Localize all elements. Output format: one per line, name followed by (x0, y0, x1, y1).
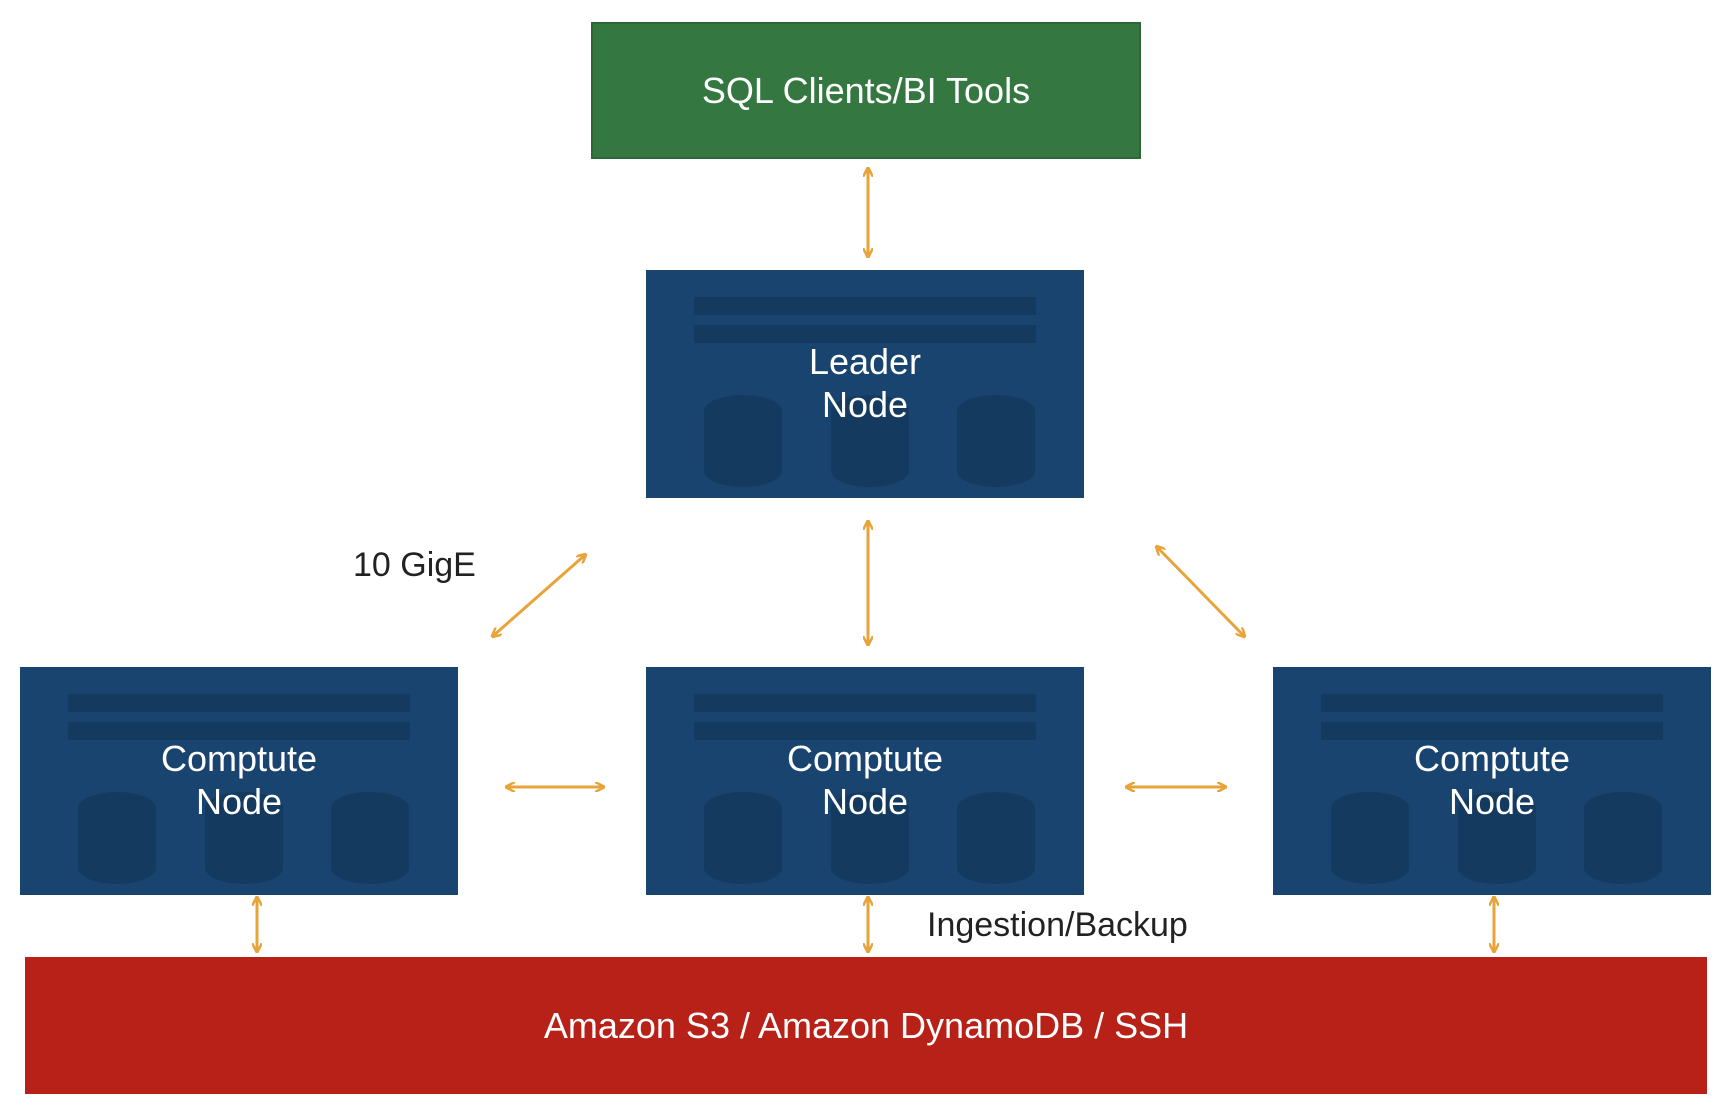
database-cylinder-icon (831, 792, 909, 884)
node-bar (694, 325, 1036, 343)
compute-node-label: Comptute Node (20, 737, 458, 823)
database-cylinder-icon (704, 792, 782, 884)
node-bar (68, 722, 410, 740)
compute-node-label-line2: Node (195, 781, 283, 822)
database-cylinder-icon (1584, 792, 1662, 884)
database-cylinder-icon (957, 395, 1035, 487)
compute-node-right: Comptute Node (1273, 667, 1711, 895)
database-cylinder-icon (957, 792, 1035, 884)
leader-node-label-line2: Node (821, 384, 909, 425)
node-bar (68, 694, 410, 712)
arrow-leader-compute-right (1157, 547, 1244, 636)
compute-node-label-line2: Node (1448, 781, 1536, 822)
storage-services-box: Amazon S3 / Amazon DynamoDB / SSH (25, 957, 1707, 1094)
compute-node-label-line1: Comptute (160, 738, 318, 779)
node-bar (694, 297, 1036, 315)
sql-clients-box: SQL Clients/BI Tools (591, 22, 1141, 159)
database-cylinder-icon (1458, 792, 1536, 884)
compute-node-label: Comptute Node (646, 737, 1084, 823)
database-cylinder-icon (331, 792, 409, 884)
compute-node-center: Comptute Node (646, 667, 1084, 895)
arrow-leader-compute-left (493, 555, 585, 636)
database-cylinder-icon (78, 792, 156, 884)
leader-node: Leader Node (646, 270, 1084, 498)
network-caption: 10 GigE (353, 546, 476, 584)
storage-services-label: Amazon S3 / Amazon DynamoDB / SSH (543, 1004, 1189, 1046)
compute-node-label-line1: Comptute (786, 738, 944, 779)
node-bar (694, 722, 1036, 740)
node-bar (1321, 694, 1663, 712)
ingestion-caption: Ingestion/Backup (927, 906, 1188, 944)
node-bar (1321, 722, 1663, 740)
leader-node-label: Leader Node (646, 340, 1084, 426)
compute-node-label-line1: Comptute (1413, 738, 1571, 779)
sql-clients-label: SQL Clients/BI Tools (701, 69, 1031, 111)
database-cylinder-icon (205, 792, 283, 884)
leader-node-label-line1: Leader (808, 341, 922, 382)
database-cylinder-icon (831, 395, 909, 487)
node-bar (694, 694, 1036, 712)
compute-node-left: Comptute Node (20, 667, 458, 895)
compute-node-label: Comptute Node (1273, 737, 1711, 823)
database-cylinder-icon (704, 395, 782, 487)
database-cylinder-icon (1331, 792, 1409, 884)
compute-node-label-line2: Node (821, 781, 909, 822)
